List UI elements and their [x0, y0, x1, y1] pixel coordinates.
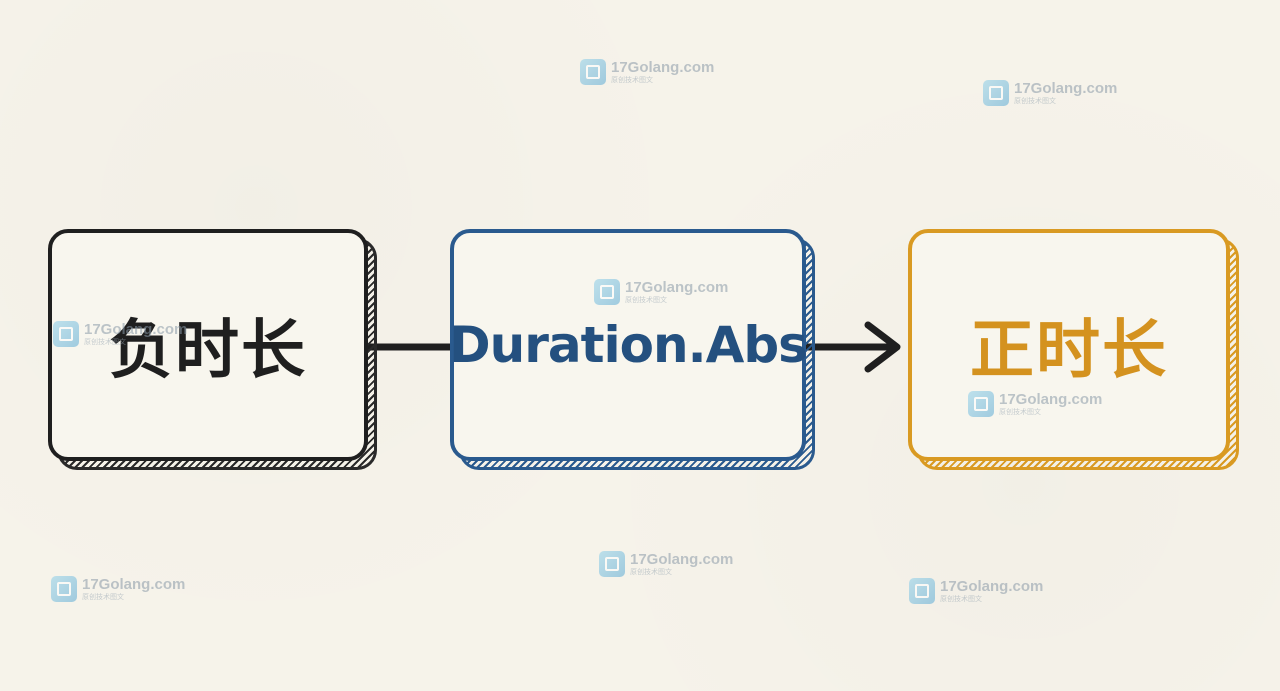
watermark-subtitle: 原创技术图文 [940, 595, 982, 603]
watermark-subtitle: 原创技术图文 [625, 296, 667, 304]
watermark-subtitle: 原创技术图文 [84, 338, 126, 346]
watermark-title: 17Golang.com [999, 391, 1103, 408]
node-negative-label: 负时长 [109, 314, 307, 388]
watermark-subtitle: 原创技术图文 [1014, 97, 1056, 105]
watermark-subtitle: 原创技术图文 [999, 408, 1041, 416]
watermark-title: 17Golang.com [1014, 80, 1118, 97]
node-positive-label: 正时长 [970, 314, 1168, 388]
watermark-subtitle: 原创技术图文 [611, 76, 653, 84]
watermark-title: 17Golang.com [84, 321, 188, 338]
golang-logo-icon [594, 279, 620, 305]
watermark-title: 17Golang.com [611, 59, 715, 76]
golang-logo-icon [580, 59, 606, 85]
golang-logo-icon [983, 80, 1009, 106]
golang-logo-icon [909, 578, 935, 604]
watermark-title: 17Golang.com [82, 576, 186, 593]
golang-logo-icon [968, 391, 994, 417]
golang-logo-icon [51, 576, 77, 602]
watermark-subtitle: 原创技术图文 [630, 568, 672, 576]
node-positive: 正时长 [908, 229, 1230, 461]
arrow-head-icon [864, 321, 901, 373]
watermark-title: 17Golang.com [625, 279, 729, 296]
node-negative: 负时长 [48, 229, 368, 461]
watermark-subtitle: 原创技术图文 [82, 593, 124, 601]
watermark-title: 17Golang.com [940, 578, 1044, 595]
node-abs-label: Duration.Abs [449, 316, 808, 374]
golang-logo-icon [53, 321, 79, 347]
watermark-title: 17Golang.com [630, 551, 734, 568]
golang-logo-icon [599, 551, 625, 577]
node-abs: Duration.Abs [449, 229, 808, 461]
